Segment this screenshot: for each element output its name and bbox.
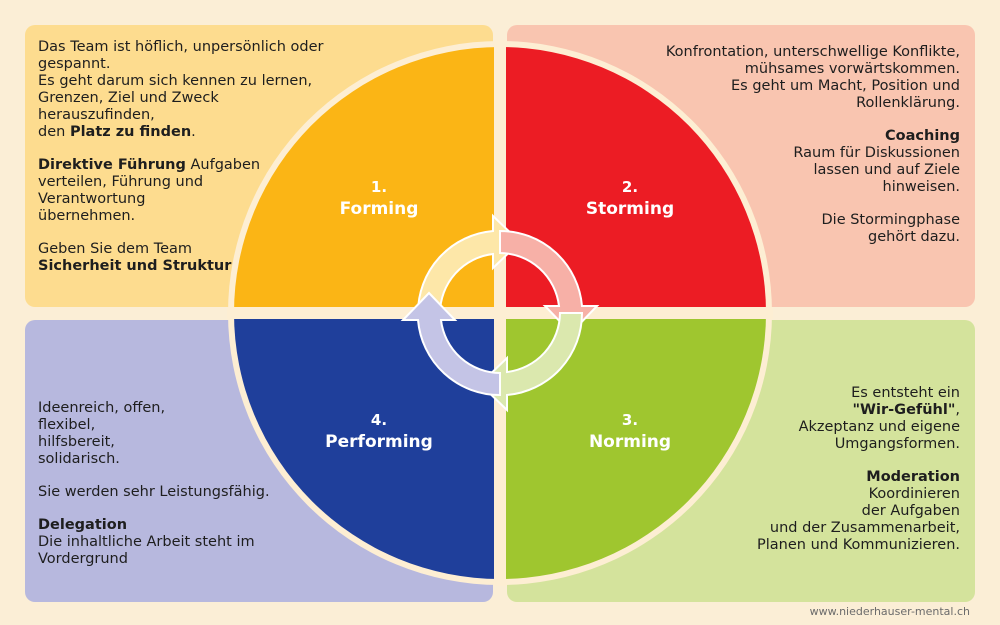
cycle-arrows	[400, 213, 600, 413]
text-line: Aufgaben	[185, 157, 261, 173]
norming-number: 3.	[622, 411, 638, 429]
text-line: den	[38, 124, 70, 140]
text-line: Umgangsformen.	[834, 436, 960, 452]
text-line: Koordinieren	[868, 486, 960, 502]
norming-label: Norming	[589, 432, 671, 452]
horizontal-divider	[227, 307, 773, 319]
performing-label: Performing	[325, 432, 433, 452]
forming-number: 1.	[371, 178, 387, 196]
text-line: und der Zusammenarbeit,	[769, 520, 960, 536]
emphasis-text: "Wir-Gefühl"	[852, 402, 956, 418]
text-line: Grenzen, Ziel und Zweck	[38, 90, 219, 106]
emphasis-text: Sicherheit und Struktur	[38, 258, 232, 274]
text-line: flexibel,	[38, 417, 96, 433]
emphasis-text: Platz zu finden	[69, 124, 192, 140]
text-line: Die inhaltliche Arbeit steht im	[38, 534, 255, 550]
storming-number: 2.	[622, 178, 638, 196]
text-line: Planen und Kommunizieren.	[757, 537, 960, 553]
text-line: hinweisen.	[882, 179, 961, 195]
text-line: gespannt.	[38, 56, 111, 72]
text-line: Geben Sie dem Team	[38, 241, 193, 257]
text-line: Das Team ist höflich, unpersönlich oder	[38, 39, 324, 55]
storming-arrow	[499, 229, 600, 335]
text-punct: .	[191, 124, 196, 140]
forming-arrow	[416, 213, 522, 314]
forming-description: Das Team ist höflich, unpersönlich oder …	[38, 39, 368, 275]
performing-description: Ideenreich, offen, flexibel, hilfsbereit…	[38, 400, 338, 568]
text-line: Raum für Diskussionen	[793, 145, 960, 161]
text-line: hilfsbereit,	[38, 434, 115, 450]
forming-label: Forming	[340, 199, 419, 219]
text-punct: ,	[955, 402, 960, 418]
text-line: Verantwortung	[38, 191, 146, 207]
performing-quadrant	[234, 313, 500, 579]
performing-arrow	[400, 291, 501, 397]
text-line: Es geht darum sich kennen zu lernen,	[38, 73, 313, 89]
norming-quadrant	[500, 313, 766, 579]
text-line: übernehmen.	[38, 208, 136, 224]
text-line: Rollenklärung.	[856, 95, 960, 111]
leadership-style-heading: Moderation	[866, 469, 960, 485]
text-line: Sie werden sehr Leistungsfähig.	[38, 484, 270, 500]
text-line: Die Stormingphase	[821, 212, 961, 228]
text-line: mühsames vorwärtskommen.	[744, 61, 960, 77]
storming-label: Storming	[586, 199, 674, 219]
text-line: herauszufinden,	[38, 107, 155, 123]
norming-arrow	[478, 312, 584, 413]
text-line: Ideenreich, offen,	[38, 400, 166, 416]
text-line: Akzeptanz und eigene	[798, 419, 960, 435]
leadership-style-heading: Coaching	[885, 128, 960, 144]
text-line: Konfrontation, unterschwellige Konflikte…	[665, 44, 960, 60]
text-line: Vordergrund	[38, 551, 128, 567]
text-line: lassen und auf Ziele	[813, 162, 960, 178]
text-line: verteilen, Führung und	[38, 174, 204, 190]
leadership-style-heading: Direktive Führung	[38, 157, 186, 173]
text-line: solidarisch.	[38, 451, 120, 467]
storming-quadrant	[500, 47, 766, 313]
footer-url: www.niederhauser-mental.ch	[809, 605, 970, 618]
forming-quadrant	[234, 47, 500, 313]
text-line: Es entsteht ein	[851, 385, 960, 401]
text-line: Es geht um Macht, Position und	[731, 78, 960, 94]
text-line: der Aufgaben	[861, 503, 960, 519]
leadership-style-heading: Delegation	[38, 517, 128, 533]
norming-description: Es entsteht ein "Wir-Gefühl", Akzeptanz …	[640, 385, 960, 554]
text-line: gehört dazu.	[868, 229, 960, 245]
storming-description: Konfrontation, unterschwellige Konflikte…	[600, 44, 960, 246]
performing-number: 4.	[371, 411, 387, 429]
